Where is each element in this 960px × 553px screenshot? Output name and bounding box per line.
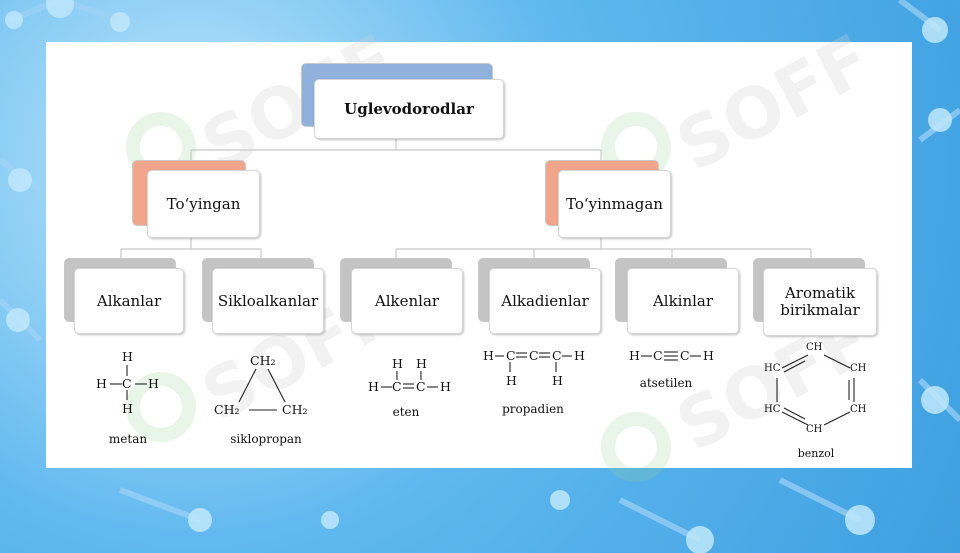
formula-atom: HC [764, 363, 781, 374]
formula-atom: H [629, 348, 640, 363]
formula-atom: H [440, 379, 451, 394]
formula-atom: HC [764, 404, 781, 415]
level2-node-label: Alkanlar [96, 291, 162, 310]
formula-atom: H [552, 373, 563, 388]
formula-atom: CH [850, 404, 867, 415]
formula-atom: CH [806, 342, 823, 353]
level1-node-label: To‘yinmagan [566, 194, 663, 213]
level2-node-label: Alkinlar [652, 291, 714, 310]
level2-node-label: Alkadienlar [501, 291, 589, 310]
level2-node-alkanlar: Alkanlar [74, 268, 184, 334]
formula-atom: H [96, 376, 107, 391]
formula-atom: H [122, 349, 133, 364]
formula-atom: H [703, 348, 714, 363]
example-name-atsetilen: atsetilen [639, 376, 693, 390]
formula-atom: C [529, 348, 539, 363]
example-name-metan: metan [108, 432, 148, 446]
connectors [110, 139, 855, 426]
formula-atom: C [122, 376, 132, 391]
example-name-eten: eten [392, 405, 420, 419]
level2-node-label: Aromatik birikmalar [780, 284, 860, 319]
level1-node-toyinmagan: To‘yinmagan [558, 170, 671, 238]
example-name-benzol: benzol [797, 447, 835, 460]
formula-atom: CH₂ [282, 402, 308, 417]
formula-atom: H [574, 348, 585, 363]
formula-atom: H [148, 376, 159, 391]
formula-atom: C [552, 348, 562, 363]
level1-node-label: To‘yingan [166, 194, 241, 213]
formula-atom: CH [806, 424, 823, 435]
formula-bonds [110, 351, 855, 426]
formula-atom: H [368, 379, 379, 394]
formula-atom: CH₂ [250, 353, 276, 368]
formula-atom: H [416, 356, 427, 371]
level2-node-label: Sikloalkanlar [217, 291, 319, 310]
root-node: Uglevodorodlar [314, 79, 504, 139]
formula-atom: H [483, 348, 494, 363]
formula-atom: H [122, 401, 133, 416]
level2-node-alkadienlar: Alkadienlar [489, 268, 601, 334]
level2-node-sikloalkanlar: Sikloalkanlar [212, 268, 324, 334]
formula-atom: C [653, 348, 663, 363]
example-name-siklopropan: siklopropan [230, 432, 302, 446]
formula-atom: C [392, 379, 402, 394]
diagram-panel: SOFF SOFF SOFF SOFF [46, 19, 912, 482]
level2-node-aromatik: Aromatik birikmalar [763, 268, 877, 336]
level2-node-alkenlar: Alkenlar [351, 268, 463, 334]
formula-atom: CH₂ [214, 402, 240, 417]
level2-node-label: Alkenlar [374, 291, 440, 310]
root-node-label: Uglevodorodlar [344, 99, 474, 118]
level2-node-alkinlar: Alkinlar [627, 268, 739, 334]
formula-atom: H [392, 356, 403, 371]
example-name-propadien: propadien [502, 402, 564, 416]
formula-atom: C [680, 348, 690, 363]
formula-atom: H [506, 373, 517, 388]
formula-atom: C [506, 348, 516, 363]
formula-atom: CH [850, 363, 867, 374]
level1-node-toyingan: To‘yingan [147, 170, 260, 238]
formula-atom: C [416, 379, 426, 394]
